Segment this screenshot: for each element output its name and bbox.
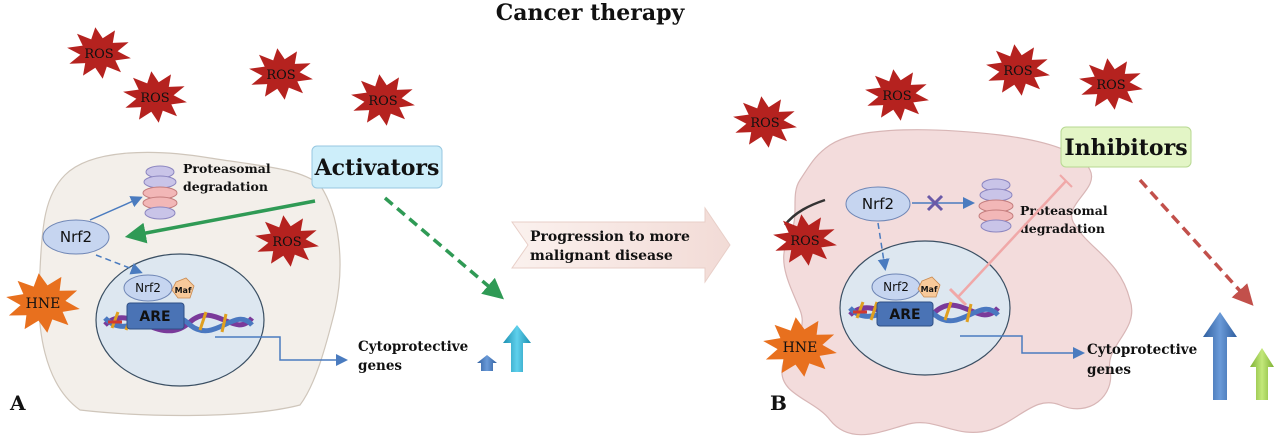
ros-star-2-shape — [123, 71, 187, 123]
nrf2-nuclear-b-label: Nrf2 — [883, 280, 909, 294]
activators-box — [311, 145, 443, 189]
ros-star-9-shape — [1079, 58, 1143, 110]
ros-star-6-label: ROS — [750, 116, 779, 131]
cyto-genes-a-label-2: genes — [358, 358, 402, 374]
ros-star-7-shape — [865, 69, 929, 121]
arrow-nrf2-to-nucleus-a — [95, 254, 143, 275]
inhibitors-label: Inhibitors — [1064, 135, 1187, 161]
hne-star-2-label: HNE — [783, 340, 818, 356]
cell-b-shadow — [784, 198, 826, 226]
inhibitors-box — [1060, 126, 1192, 168]
arrow-nrf2-to-nucleus-b — [877, 222, 890, 271]
maf-b-label: Maf — [921, 285, 938, 294]
ros-star-6-shape — [733, 96, 797, 148]
ros-star-8-label: ROS — [1003, 64, 1032, 79]
hne-star-1-shape — [6, 273, 80, 333]
ros-star-1-label: ROS — [84, 47, 113, 62]
hne-star-2-shape — [763, 317, 837, 377]
proteasomal-a-label-1: Proteasomal — [183, 161, 271, 176]
hne-star-2: HNE — [763, 317, 837, 377]
hne-star-1: HNE — [6, 273, 80, 333]
nrf2-nuclear-a-label: Nrf2 — [135, 281, 161, 295]
cyto-genes-b-label-2: genes — [1087, 362, 1131, 378]
ros-star-8: ROS — [986, 44, 1050, 96]
are-b-label: ARE — [889, 307, 920, 323]
arrow-nrf2-to-proteasome-a — [89, 196, 143, 221]
proteasome-b-icon — [978, 178, 1014, 233]
diagram-title: Cancer therapy — [496, 0, 686, 26]
proteasomal-a-label-2: degradation — [183, 179, 268, 194]
proteasomal-b-label-2: degradation — [1020, 221, 1105, 236]
cyto-genes-a-label-1: Cytoprotective — [358, 339, 468, 355]
inhibition-line — [948, 174, 1073, 307]
are-b — [876, 301, 934, 327]
ros-star-1: ROS — [67, 27, 131, 79]
ros-star-8-shape — [986, 44, 1050, 96]
ros-star-2-label: ROS — [140, 91, 169, 106]
are-a-label: ARE — [139, 309, 170, 325]
big-up-arrow-b-icon — [1203, 312, 1237, 400]
ros-star-6: ROS — [733, 96, 797, 148]
activators-label: Activators — [314, 155, 440, 181]
big-up-arrow-a-icon — [503, 325, 531, 372]
maf-a-label: Maf — [175, 286, 192, 295]
dna-helix-b-icon — [848, 301, 1000, 324]
nrf2-nuclear-a — [123, 274, 173, 302]
arrow-inhibitors-dashed — [1138, 178, 1254, 306]
ros-star-10: ROS — [773, 214, 837, 266]
proteasome-a-icon — [142, 165, 178, 220]
maf-b — [917, 276, 941, 298]
lime-up-arrow-b-icon — [1250, 348, 1274, 400]
nrf2-cytoplasm-a-label: Nrf2 — [60, 228, 92, 246]
progression-label-1: Progression to more — [530, 229, 690, 245]
ros-star-2: ROS — [123, 71, 187, 123]
nrf2-cytoplasm-b — [845, 186, 911, 222]
hne-star-group: HNE HNE — [6, 273, 837, 377]
maf-a — [171, 277, 195, 299]
ros-star-9-label: ROS — [1096, 78, 1125, 93]
panel-a-label: A — [9, 391, 26, 415]
cyto-genes-b-label-1: Cytoprotective — [1087, 342, 1197, 358]
ros-star-9: ROS — [1079, 58, 1143, 110]
ros-star-3-label: ROS — [266, 68, 295, 83]
ros-star-5-label: ROS — [272, 235, 301, 250]
block-cross-icon — [926, 194, 944, 212]
ros-star-3-shape — [249, 48, 313, 100]
ros-star-3: ROS — [249, 48, 313, 100]
nrf2-cytoplasm-a — [42, 219, 110, 255]
arrow-activators-to-nrf2 — [124, 199, 316, 244]
progression-arrow — [511, 206, 731, 284]
ros-star-10-label: ROS — [790, 234, 819, 249]
ros-star-group: ROS ROS ROS ROS ROS ROS ROS ROS ROS ROS — [67, 27, 1143, 267]
arrow-are-to-genes-a — [215, 336, 348, 366]
arrow-activators-dashed — [383, 196, 504, 300]
ros-star-5: ROS — [255, 215, 319, 267]
ros-star-10-shape — [773, 214, 837, 266]
ros-star-7-label: ROS — [882, 89, 911, 104]
are-a — [126, 302, 185, 330]
ros-star-4-label: ROS — [368, 94, 397, 109]
ros-star-5-shape — [255, 215, 319, 267]
ros-star-7: ROS — [865, 69, 929, 121]
ros-star-4: ROS — [351, 74, 415, 126]
hne-star-1-label: HNE — [26, 296, 61, 312]
panel-b-label: B — [770, 391, 787, 415]
progression-label-2: malignant disease — [530, 248, 673, 264]
ros-star-1-shape — [67, 27, 131, 79]
arrow-are-to-genes-b — [960, 335, 1085, 359]
nrf2-cytoplasm-b-label: Nrf2 — [862, 195, 894, 213]
ros-star-4-shape — [351, 74, 415, 126]
small-up-arrow-a-icon — [477, 355, 497, 371]
